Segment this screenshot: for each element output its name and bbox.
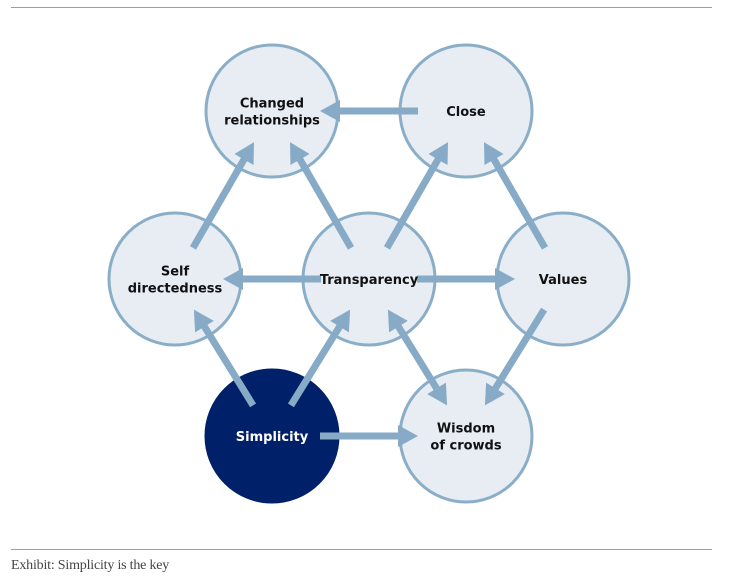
arrow-close-to-changed — [320, 100, 418, 122]
arrow-values-to-wisdom — [484, 307, 548, 406]
node-label-values: Values — [539, 273, 588, 288]
node-label-line: Close — [446, 105, 486, 120]
bottom-divider — [11, 549, 712, 550]
arrow-transparency-to-changed — [290, 142, 355, 250]
node-label-close: Close — [446, 105, 486, 120]
arrow-simplicity-to-self — [193, 309, 257, 408]
arrow-self-to-changed — [189, 142, 254, 250]
top-divider — [11, 7, 712, 8]
arrow-values-to-close — [484, 142, 549, 250]
node-label-line: Self — [161, 265, 190, 280]
node-label-line: of crowds — [430, 439, 501, 454]
node-label-line: Transparency — [320, 273, 419, 288]
node-label-line: Changed — [240, 97, 304, 112]
node-label-line: relationships — [224, 114, 320, 129]
exhibit-caption: Exhibit: Simplicity is the key — [11, 558, 170, 573]
node-label-self: Self directedness — [128, 265, 223, 297]
label-background — [321, 269, 417, 289]
node-label-wisdom: Wisdom of crowds — [430, 422, 501, 454]
arrow-simplicity-to-wisdom — [320, 425, 418, 447]
node-label-line: directedness — [128, 282, 223, 297]
node-label-simplicity: Simplicity — [236, 430, 309, 445]
arrow-transparency-to-close — [383, 142, 448, 250]
arrow-transparency-to-wisdom — [387, 309, 448, 406]
node-label-line: Simplicity — [236, 430, 309, 445]
arrow-transparency-to-self — [223, 268, 321, 290]
node-label-changed: Changed relationships — [224, 97, 320, 129]
arrow-transparency-to-values — [417, 268, 515, 290]
node-label-line: Values — [539, 273, 588, 288]
arrow-simplicity-to-transparency — [287, 309, 351, 408]
node-label-line: Wisdom — [437, 422, 495, 437]
node-label-transparency: Transparency — [320, 273, 419, 288]
